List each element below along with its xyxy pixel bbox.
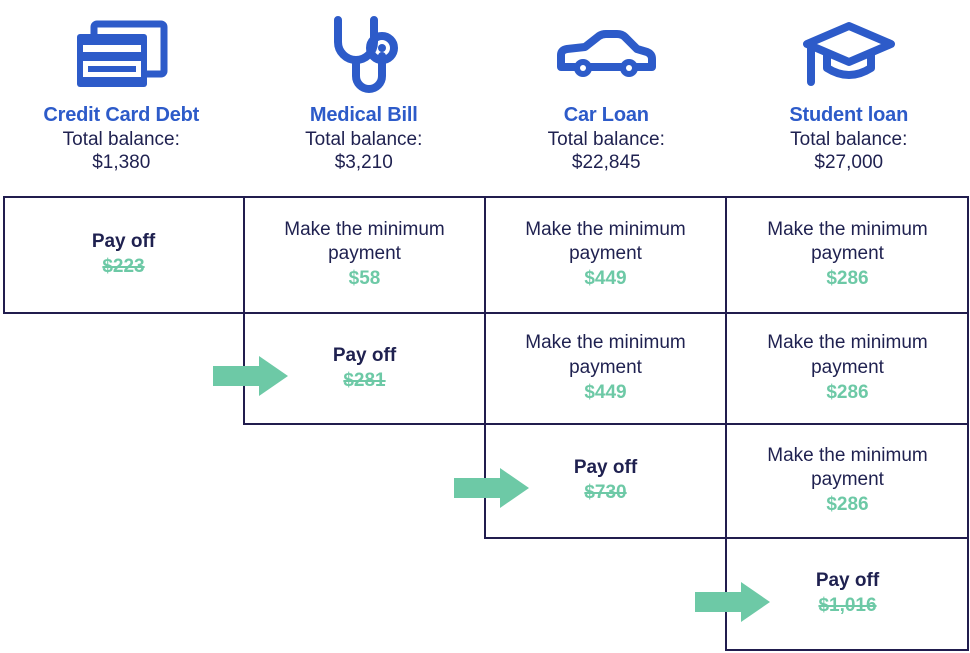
cell-amount: $286 [826,268,869,290]
cell-action: Make the minimum payment [767,218,928,265]
grid-border-top [3,196,969,198]
table-cell-r4-student-loan: Pay off $1,016 [727,539,968,649]
debt-title: Credit Card Debt [43,104,200,126]
table-cell-r2-car-loan: Make the minimum payment $449 [486,314,725,423]
debt-header-student-loan: Student loan Total balance: $27,000 [728,0,970,196]
debt-header-medical-bill: Medical Bill Total balance: $3,210 [243,0,486,196]
grid-divider-col2-col3 [484,196,486,539]
cell-amount: $281 [343,369,386,391]
debt-header-car-loan: Car Loan Total balance: $22,845 [485,0,728,196]
debt-header-credit-card-debt: Credit Card Debt Total balance: $1,380 [0,0,243,196]
table-cell-r2-medical-bill: Pay off $281 [245,314,484,423]
debt-balance-value: $1,380 [92,151,151,173]
cell-action: Make the minimum payment [767,444,928,491]
cell-action: Make the minimum payment [525,218,686,265]
cell-amount: $1,016 [818,595,877,617]
arrow-to-car-loan [454,468,529,508]
table-cell-r1-medical-bill: Make the minimum payment $58 [245,198,484,312]
grid-border-row2-bottom [244,423,969,425]
grid-border-left [3,196,5,314]
cell-action: Make the minimum payment [284,218,445,265]
grid-border-row1-bottom [3,312,969,314]
cell-amount: $58 [348,268,381,290]
debt-balance-value: $27,000 [814,151,884,173]
arrow-to-medical-bill [213,356,288,396]
debt-title: Student loan [789,104,909,126]
table-cell-r3-student-loan: Make the minimum payment $286 [727,425,968,537]
table-cell-r1-student-loan: Make the minimum payment $286 [727,198,968,312]
debt-balance-label: Total balance: [62,128,180,150]
cell-action: Pay off [815,570,880,591]
debt-balance-value: $22,845 [571,151,641,173]
table-cell-r1-credit-card-debt: Pay off $223 [4,198,243,312]
table-cell-r2-student-loan: Make the minimum payment $286 [727,314,968,423]
payment-plan-grid: Pay off $223 Make the minimum payment $5… [0,196,970,653]
cell-amount: $730 [584,482,627,504]
cell-amount: $286 [826,381,869,403]
grid-border-right [967,196,969,651]
graduation-cap-icon [802,10,895,102]
table-cell-r3-car-loan: Pay off $730 [486,425,725,537]
debt-title: Car Loan [563,104,649,126]
debt-balance-label: Total balance: [790,128,908,150]
debt-balance-label: Total balance: [305,128,423,150]
cell-action: Pay off [332,344,397,366]
cell-action: Pay off [91,231,156,252]
grid-divider-col3-col4 [725,196,727,651]
cell-amount: $286 [826,494,869,516]
grid-divider-col1-col2 [243,196,245,425]
debt-title: Medical Bill [309,104,418,126]
cell-amount: $449 [584,268,627,290]
stethoscope-icon [324,10,404,102]
cell-amount: $223 [102,256,145,278]
credit-cards-icon [72,10,170,102]
debt-balance-label: Total balance: [547,128,665,150]
grid-border-bottom [726,649,969,651]
cell-action: Make the minimum payment [525,332,686,378]
debt-columns-header: Credit Card Debt Total balance: $1,380 M… [0,0,970,196]
cell-action: Pay off [573,457,638,478]
cell-action: Make the minimum payment [767,332,928,378]
car-icon [555,10,657,102]
cell-amount: $449 [584,381,627,403]
table-cell-r1-car-loan: Make the minimum payment $449 [486,198,725,312]
grid-border-row3-bottom [485,537,969,539]
arrow-to-student-loan [695,582,770,622]
debt-balance-value: $3,210 [334,151,393,173]
